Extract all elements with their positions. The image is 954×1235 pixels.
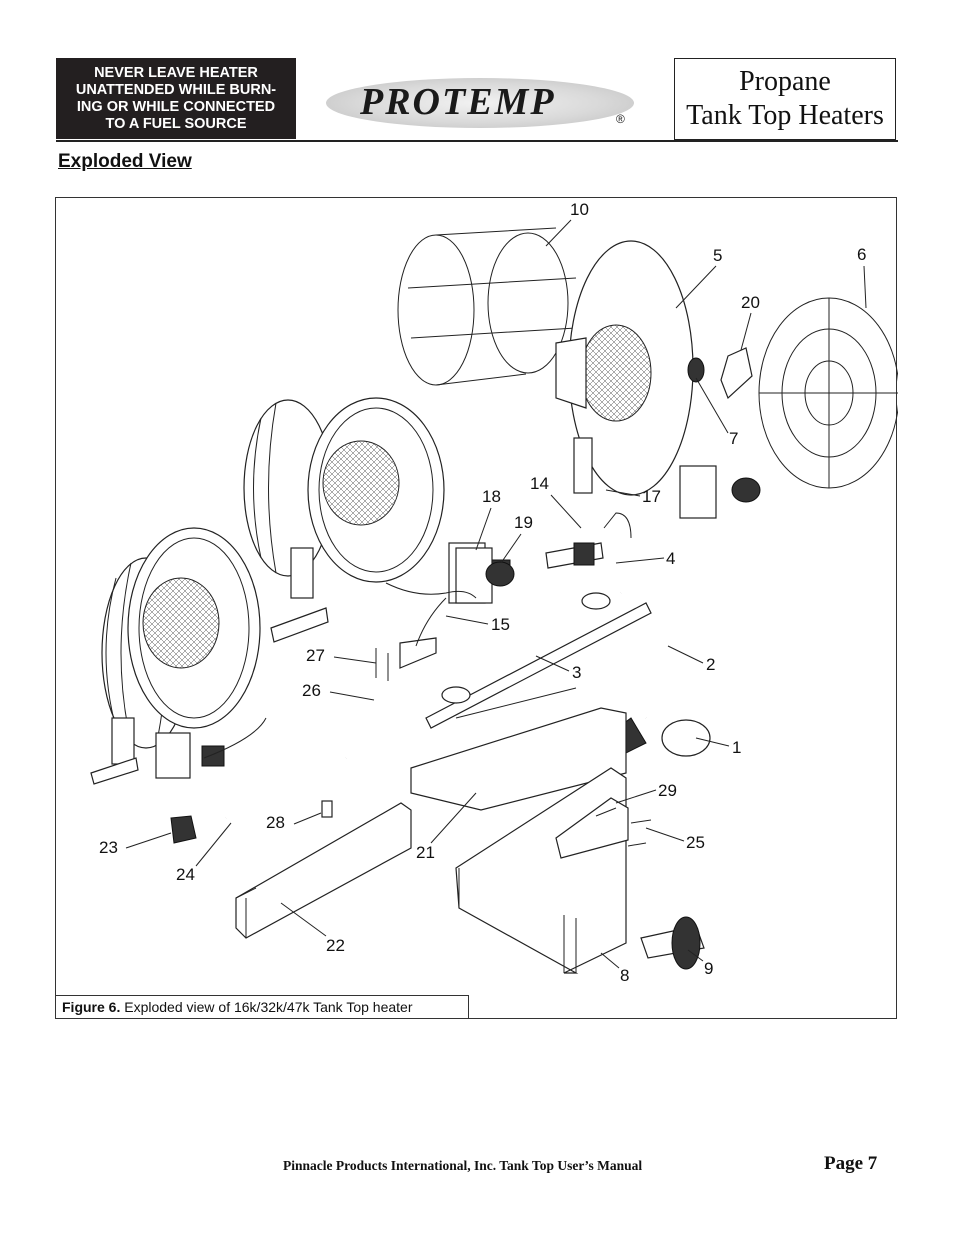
callout-24: 27 [306, 646, 325, 665]
control-valve [485, 561, 515, 587]
bracket-part [720, 347, 753, 400]
callout-27: 25 [686, 833, 705, 852]
tank-bracket [455, 767, 705, 974]
callout-26: 24 [176, 865, 195, 884]
small-bracket [399, 637, 437, 669]
callout-23: 26 [302, 681, 321, 700]
valve-cover [455, 547, 493, 604]
registered-mark: ® [616, 112, 625, 126]
title-line: Propane [739, 66, 831, 97]
callout-10: 10 [570, 200, 589, 219]
callout-9: 9 [704, 959, 713, 978]
exploded-view-drawing: 10 5 6 20 7 14 17 18 19 4 15 27 3 [90, 200, 898, 985]
callout-3: 3 [572, 663, 581, 682]
callout-22: 22 [326, 936, 345, 955]
section-title: Exploded View [58, 151, 192, 172]
warning-line: TO A FUEL SOURCE [105, 115, 247, 132]
burner-post [573, 437, 593, 494]
caption-text: Exploded view of 16k/32k/47k Tank Top he… [120, 999, 413, 1015]
wire-guard [397, 227, 577, 386]
caption-label: Figure 6. [62, 999, 121, 1015]
heater-unit-medium [243, 397, 511, 643]
callout-8: 8 [620, 966, 629, 985]
thermocouple-wires [203, 512, 632, 759]
callout-6: 6 [857, 245, 866, 264]
callout-25: 23 [99, 838, 118, 857]
control-valve-top [731, 477, 761, 503]
callout-labels: 10 5 6 20 7 14 17 18 19 4 15 27 3 [99, 200, 867, 985]
callout-17: 17 [642, 487, 661, 506]
document-title: Propane Tank Top Heaters [674, 58, 896, 140]
heater-unit-small [90, 527, 261, 785]
footer-publisher: Pinnacle Products International, Inc. Ta… [283, 1158, 643, 1173]
front-grill [758, 297, 898, 489]
reflector-dish [555, 240, 705, 496]
warning-line: UNATTENDED WHILE BURN- [75, 81, 277, 98]
screws [375, 648, 389, 681]
base-bracket [235, 800, 412, 939]
warning-line: ING OR WHILE CONNECTED [76, 98, 276, 115]
callout-14: 14 [530, 474, 549, 493]
header-rule [56, 140, 898, 142]
callout-1: 1 [732, 738, 741, 757]
wing-nuts [595, 807, 652, 847]
callout-2: 2 [706, 655, 715, 674]
callout-18: 18 [482, 487, 501, 506]
warning-box: NEVER LEAVE HEATER UNATTENDED WHILE BURN… [56, 58, 296, 139]
callout-7: 7 [729, 429, 738, 448]
logo-swoosh [326, 78, 634, 128]
figure-caption: Figure 6. Exploded view of 16k/32k/47k T… [56, 995, 469, 1018]
callout-15: 15 [491, 615, 510, 634]
exploded-view-figure: 10 5 6 20 7 14 17 18 19 4 15 27 3 [55, 197, 898, 1019]
callout-5: 5 [713, 246, 722, 265]
callout-20: 20 [741, 293, 760, 312]
valve-cap [170, 815, 197, 844]
logo-text: PROTEMP [360, 81, 556, 123]
title-line: Tank Top Heaters [686, 100, 884, 131]
page-number: Page 7 [824, 1153, 878, 1174]
callout-4: 4 [666, 549, 675, 568]
mounting-plate [410, 707, 627, 811]
callout-28: 28 [266, 813, 285, 832]
callout-19: 19 [514, 513, 533, 532]
callout-29: 29 [658, 781, 677, 800]
regulator-cover [679, 465, 717, 519]
warning-line: NEVER LEAVE HEATER [94, 64, 258, 81]
callout-21: 21 [416, 843, 435, 862]
brand-logo: PROTEMP ® [326, 72, 638, 136]
